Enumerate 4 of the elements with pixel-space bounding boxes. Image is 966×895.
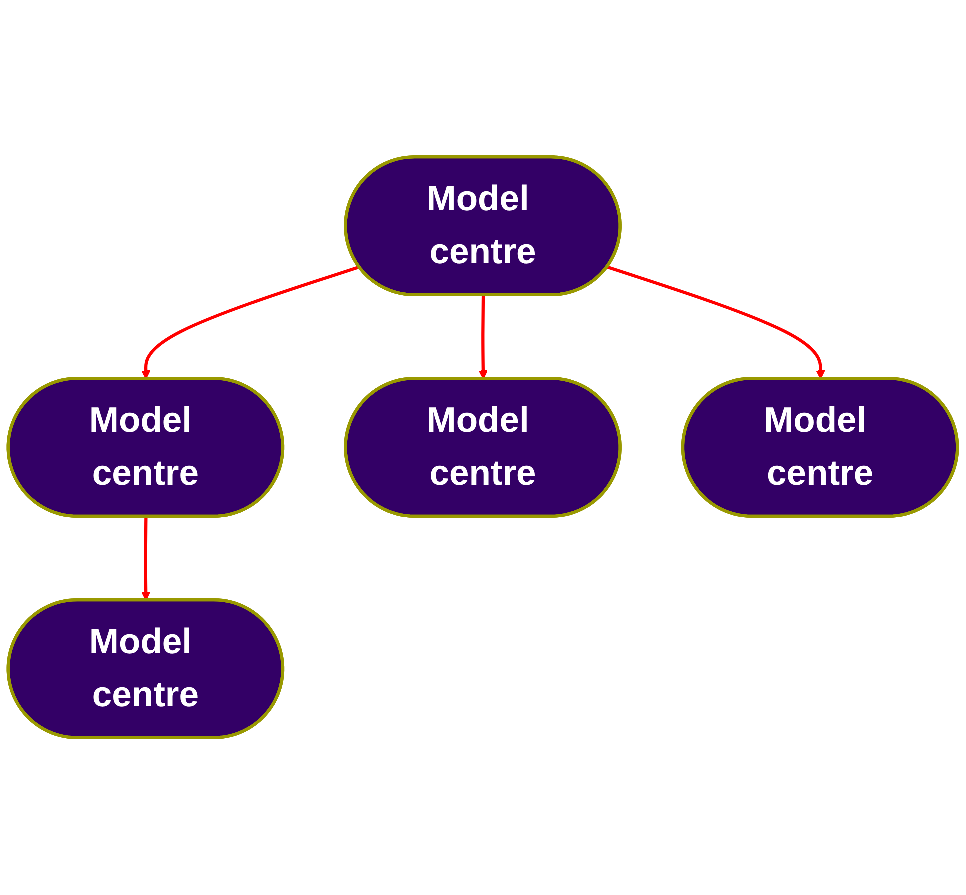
arrow (607, 266, 826, 380)
arrow (478, 296, 488, 380)
arrow (142, 266, 360, 380)
arrow (142, 516, 151, 601)
